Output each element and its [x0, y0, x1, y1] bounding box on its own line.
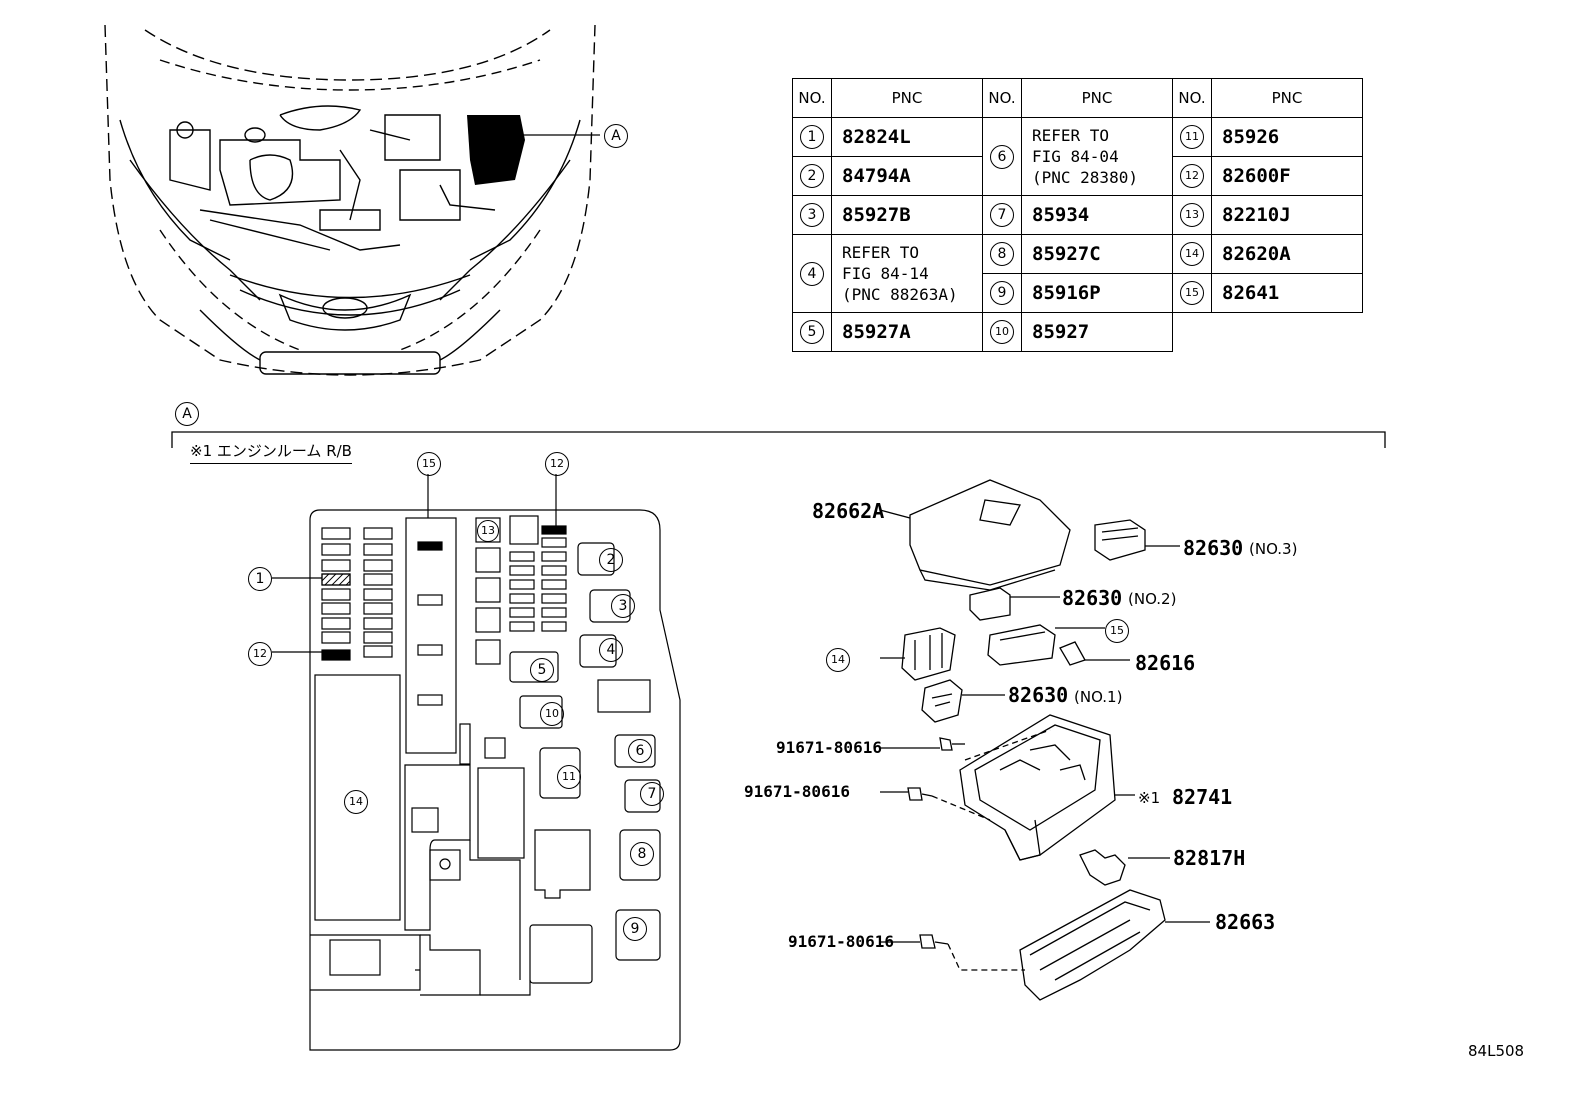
pnc-table: NO. PNC NO. PNC NO. PNC 1 82824L 6 REFER… [792, 78, 1363, 352]
callout-8: 8 [630, 842, 654, 866]
pnc-value: 82600F [1211, 156, 1363, 196]
callout-9: 9 [623, 917, 647, 941]
table-row: 3 85927B 7 85934 13 82210J [792, 195, 1363, 235]
table-row: 2 84794A 12 82600F [792, 156, 1363, 196]
left-fuse-column [321, 527, 393, 658]
callout-number: 12 [1180, 164, 1204, 188]
callout-4: 4 [599, 638, 623, 662]
label-block-no1-note: (NO.1) [1074, 688, 1123, 706]
callout-number: 8 [990, 242, 1014, 266]
callout-number: 9 [990, 281, 1014, 305]
section-a-marker: A [175, 402, 199, 426]
callout-13: 13 [477, 520, 499, 542]
header-pnc: PNC [1021, 78, 1173, 118]
pnc-value: 82641 [1211, 273, 1363, 313]
exploded-relay-block-illustration [880, 479, 1210, 1001]
table-row: 9 85916P 15 82641 [793, 273, 1363, 313]
label-housing: 82741 [1172, 785, 1233, 809]
label-block-no3-note: (NO.3) [1249, 540, 1298, 558]
table-row: 1 82824L 6 REFER TO FIG 84-04 (PNC 28380… [792, 117, 1363, 196]
pnc-value: 85916P [1021, 273, 1173, 313]
relay-block-location-highlight [467, 115, 525, 185]
label-block-no2: 82630 [1062, 586, 1123, 610]
header-no: NO. [1172, 78, 1212, 118]
callout-7: 7 [640, 782, 664, 806]
label-lower-cover: 82663 [1215, 910, 1276, 934]
label-bolt-3: 91671-80616 [788, 932, 894, 951]
callout-15: 15 [1105, 619, 1129, 643]
table-row: 4 REFER TO FIG 84-14 (PNC 88263A) 8 8592… [792, 234, 1363, 313]
view-a-marker: A [604, 124, 628, 148]
pnc-value: 85934 [1021, 195, 1173, 235]
figure-code: 84L508 [1468, 1042, 1525, 1060]
header-no: NO. [982, 78, 1022, 118]
table-row: 5 85927A 10 85927 [792, 312, 1363, 352]
callout-number: 3 [800, 203, 824, 227]
pnc-value: 85926 [1211, 117, 1363, 157]
callout-number: 10 [990, 320, 1014, 344]
label-housing-mark: ※1 [1138, 789, 1161, 807]
label-bolt-1: 91671-80616 [776, 738, 882, 757]
pnc-value: 82210J [1211, 195, 1363, 235]
callout-11: 11 [557, 765, 581, 789]
pnc-value: 85927 [1021, 312, 1173, 352]
callout-number: 13 [1180, 203, 1204, 227]
callout-number: 7 [990, 203, 1014, 227]
callout-number: 5 [800, 320, 824, 344]
callout-number: 4 [800, 261, 824, 286]
callout-number: 6 [990, 144, 1014, 169]
section-bracket-line [171, 431, 1386, 448]
header-pnc: PNC [831, 78, 983, 118]
label-cover: 82662A [812, 499, 885, 523]
label-block-no2-note: (NO.2) [1128, 590, 1177, 608]
callout-number: 15 [1180, 281, 1204, 305]
callout-15: 15 [417, 452, 441, 476]
pnc-value: 82824L [831, 117, 983, 157]
callout-number: 1 [800, 125, 824, 149]
table-header-row: NO. PNC NO. PNC NO. PNC [792, 78, 1363, 118]
callout-number: 14 [1180, 242, 1204, 266]
pnc-value: REFER TO FIG 84-04 (PNC 28380) [1021, 117, 1173, 196]
header-pnc: PNC [1211, 78, 1363, 118]
callout-14: 14 [344, 790, 368, 814]
section-title: ※1 エンジンルーム R/B [190, 440, 352, 464]
callout-12: 12 [248, 642, 272, 666]
pnc-value: REFER TO FIG 84-14 (PNC 88263A) [831, 234, 983, 313]
callout-10: 10 [540, 702, 564, 726]
header-no: NO. [792, 78, 832, 118]
pnc-value: 84794A [831, 156, 983, 196]
pnc-value: 85927B [831, 195, 983, 235]
pnc-value: 82620A [1211, 234, 1363, 274]
label-bracket: 82817H [1173, 846, 1246, 870]
pnc-value: 85927C [1021, 234, 1173, 274]
label-clip: 82616 [1135, 651, 1196, 675]
label-block-no3: 82630 [1183, 536, 1244, 560]
label-bolt-2: 91671-80616 [744, 782, 850, 801]
callout-3: 3 [611, 594, 635, 618]
vehicle-engine-bay-illustration [104, 24, 600, 376]
callout-12: 12 [545, 452, 569, 476]
callout-14: 14 [826, 648, 850, 672]
callout-6: 6 [628, 739, 652, 763]
pnc-value: 85927A [831, 312, 983, 352]
label-block-no1: 82630 [1008, 683, 1069, 707]
callout-1: 1 [248, 567, 272, 591]
callout-number: 11 [1180, 125, 1204, 149]
callout-number: 2 [800, 164, 824, 188]
callout-5: 5 [530, 658, 554, 682]
callout-2: 2 [599, 548, 623, 572]
